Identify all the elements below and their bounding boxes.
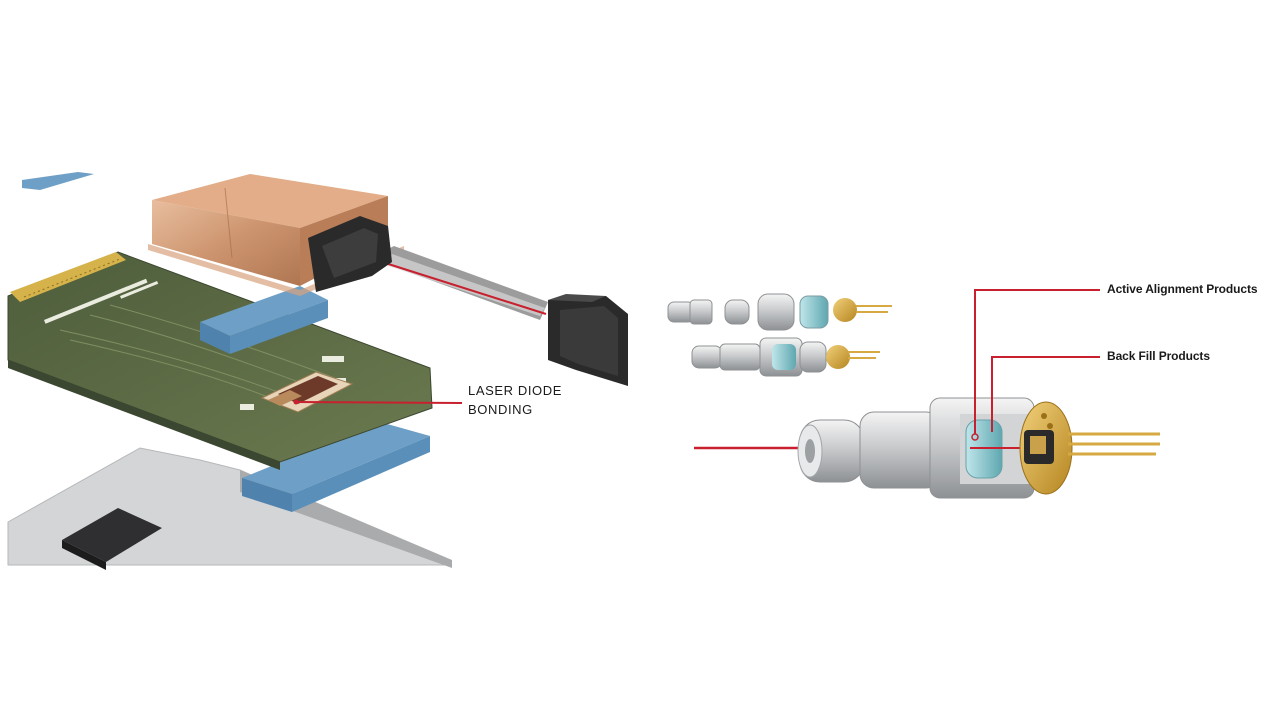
to-can-pins bbox=[1068, 432, 1160, 456]
right-illustration bbox=[667, 289, 1160, 499]
fiber-core bbox=[381, 261, 547, 315]
thermal-pad-lower bbox=[242, 422, 430, 494]
laser-diode-callout-line bbox=[295, 401, 463, 404]
back-fill-label: Back Fill Products bbox=[1107, 349, 1210, 363]
copper-housing-top bbox=[152, 174, 388, 228]
laser-module-assembly bbox=[694, 397, 1160, 499]
pcb-board bbox=[7, 251, 433, 463]
active-alignment-label: Active Alignment Products bbox=[1107, 282, 1258, 296]
copper-housing-front bbox=[152, 200, 300, 286]
back-fill-callout-line bbox=[991, 356, 1100, 432]
to-can-header-small bbox=[833, 298, 857, 322]
chassis-chip bbox=[62, 508, 162, 562]
pcb-edge-fingers bbox=[10, 252, 126, 302]
thermal-pad-upper-front bbox=[230, 300, 328, 354]
laser-diode-label-line2: BONDING bbox=[468, 402, 533, 417]
active-alignment-callout-line bbox=[974, 289, 1100, 434]
left-illustration bbox=[7, 172, 628, 570]
laser-diode-chip bbox=[260, 371, 354, 413]
laser-diode-bonding-label: LASER DIODE BONDING bbox=[468, 381, 562, 419]
thermal-pad-lower-front bbox=[292, 436, 430, 512]
thermal-pad-upper-side bbox=[200, 322, 230, 354]
thermal-pad-corner bbox=[22, 172, 94, 190]
thermal-pad-lower-side bbox=[242, 478, 292, 512]
mid-barrel bbox=[859, 411, 941, 489]
thermal-pad-upper bbox=[200, 286, 328, 336]
chassis-chip-side bbox=[62, 540, 106, 570]
laser-diode-label-line1: LASER DIODE bbox=[468, 383, 563, 398]
exploded-parts-row-1 bbox=[667, 293, 892, 331]
exploded-parts-row-2 bbox=[691, 337, 880, 377]
pcb-board-edge bbox=[8, 360, 280, 470]
